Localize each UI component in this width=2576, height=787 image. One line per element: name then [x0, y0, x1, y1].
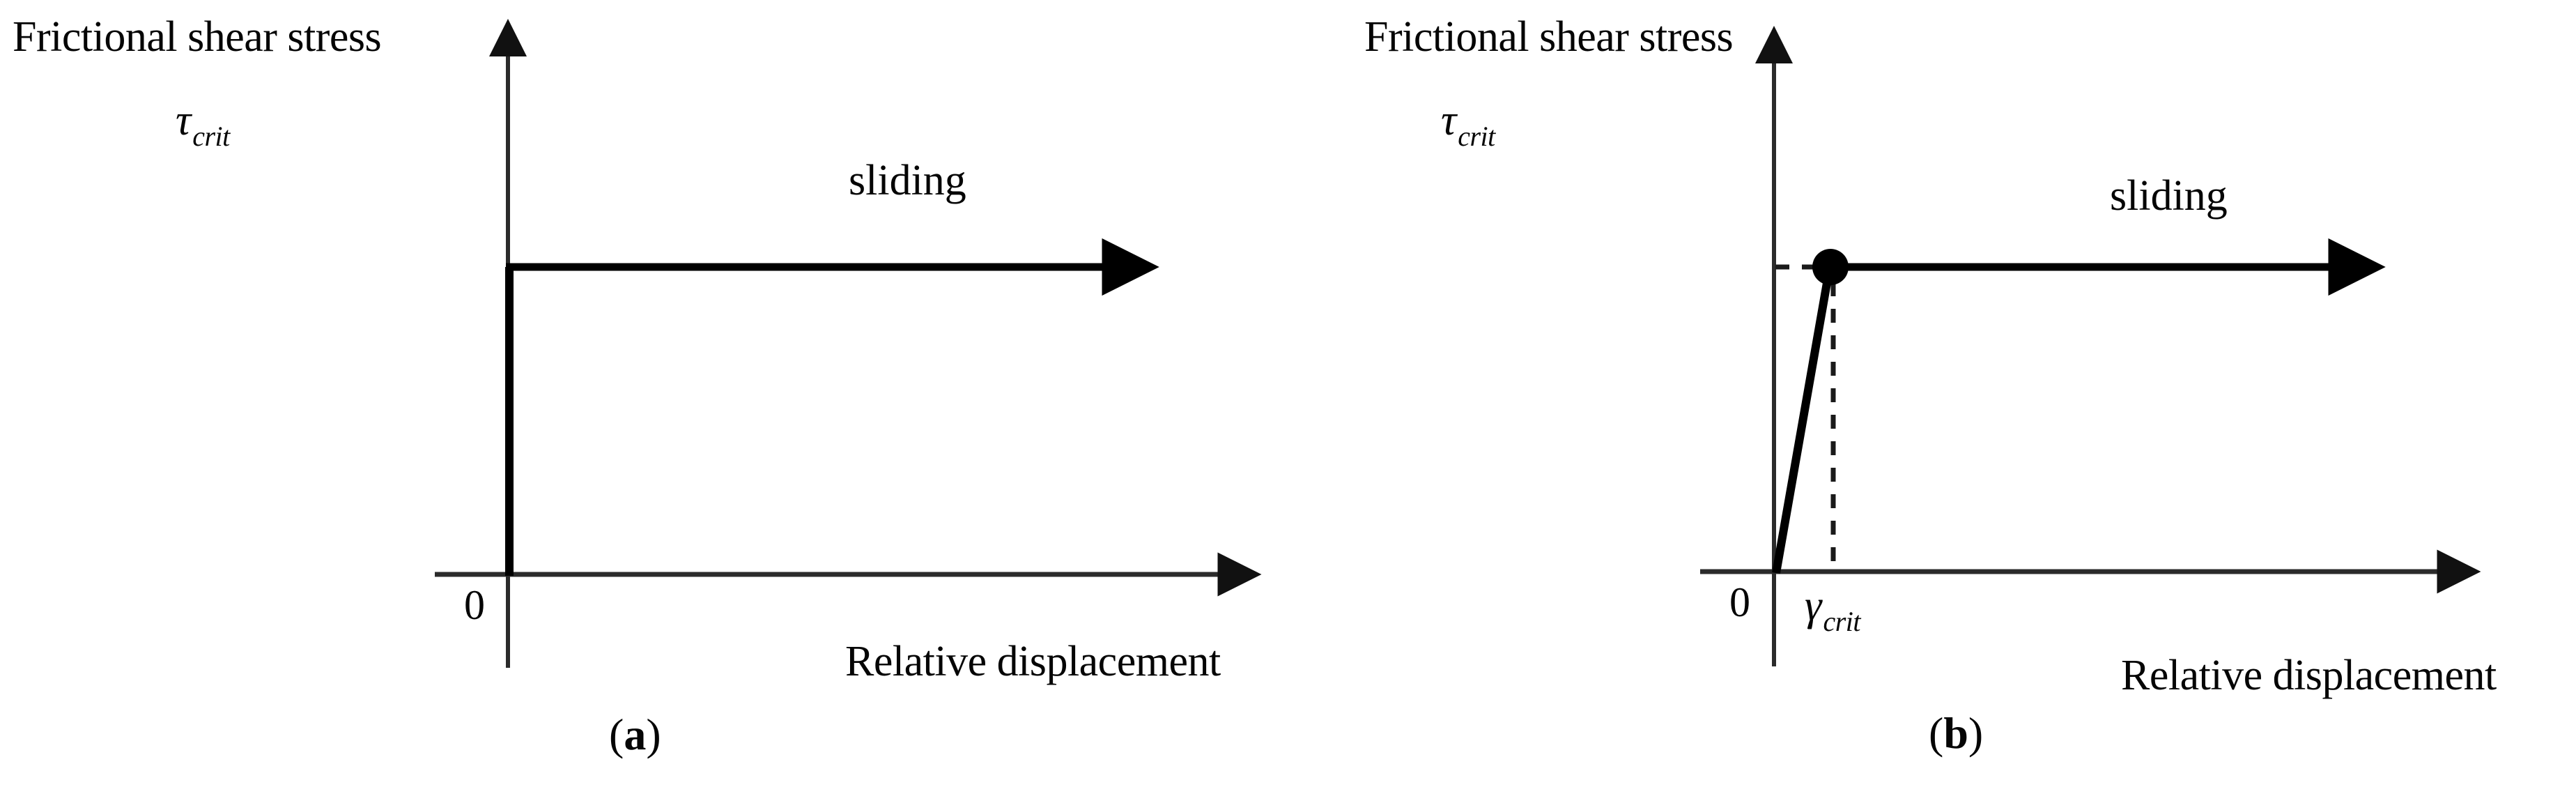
tau-crit-label-a: τcrit: [176, 97, 230, 151]
tau-symbol-a: τ: [176, 97, 192, 144]
y-axis-title-b: Frictional shear stress: [1364, 13, 1734, 61]
panel-caption-b: (b): [1929, 711, 1983, 756]
panel-caption-b-letter: b: [1943, 708, 1968, 758]
panel-caption-a-close: ): [646, 710, 661, 759]
tau-symbol-b: τ: [1441, 97, 1457, 144]
x-axis-title-a: Relative displacement: [845, 638, 1221, 685]
tau-subscript-a: crit: [192, 121, 230, 152]
chart-panel-a: Frictional shear stress sliding τcrit 0 …: [13, 13, 1262, 757]
origin-label-a: 0: [464, 582, 485, 628]
plot-b-canvas: [1700, 26, 2481, 666]
annotation-sliding-a: sliding: [849, 157, 966, 204]
x-axis-title-b: Relative displacement: [2121, 652, 2497, 699]
tau-crit-label-b: τcrit: [1441, 97, 1495, 151]
panel-caption-a-open: (: [609, 710, 624, 759]
annotation-sliding-b: sliding: [2110, 172, 2228, 220]
tau-subscript-b: crit: [1458, 121, 1495, 152]
y-axis-title-a: Frictional shear stress: [13, 13, 382, 61]
plot-a-canvas: [435, 19, 1262, 668]
yield-point-marker-b: [1812, 249, 1849, 285]
gamma-subscript-b: crit: [1823, 606, 1860, 637]
chart-panel-b: Frictional shear stress sliding τcrit 0 …: [1324, 0, 2576, 787]
gamma-symbol-b: γ: [1805, 582, 1822, 629]
panel-caption-b-close: ): [1968, 708, 1984, 758]
panel-caption-b-open: (: [1929, 708, 1944, 758]
panel-caption-a: (a): [609, 712, 661, 757]
origin-label-b: 0: [1729, 579, 1750, 625]
gamma-crit-label-b: γcrit: [1805, 582, 1860, 636]
curve-b-elastic-rise: [1772, 266, 1834, 574]
panel-caption-a-letter: a: [624, 710, 647, 759]
